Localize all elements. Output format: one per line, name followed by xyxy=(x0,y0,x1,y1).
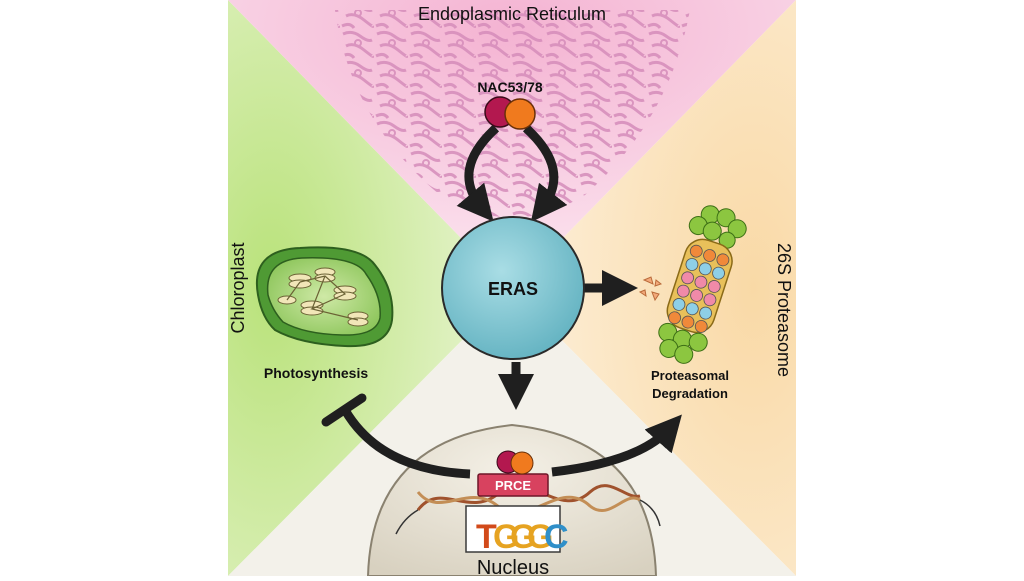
degradation-label-line1: Proteasomal xyxy=(651,368,729,383)
nac-label: NAC53/78 xyxy=(477,79,543,95)
prce-box xyxy=(477,473,549,497)
proteasome-lid-bottom xyxy=(658,322,708,364)
proteasome-region xyxy=(512,0,796,576)
motif-letter: G xyxy=(493,518,519,556)
prce-bound-nac78 xyxy=(510,451,534,475)
inhibition-bar xyxy=(321,393,367,427)
motif-letter: G xyxy=(510,518,536,556)
nac78-protein xyxy=(504,98,536,130)
chloroplast-icon xyxy=(255,246,394,348)
degradation-label-line2: Degradation xyxy=(652,386,728,401)
proteasome-label: 26S Proteasome xyxy=(774,243,794,377)
nucleus-label: Nucleus xyxy=(477,557,549,576)
arrow-prce-to-degradation xyxy=(551,414,682,477)
inhibition-prce-to-photosynthesis xyxy=(341,407,471,479)
proteasome-icon xyxy=(638,205,747,364)
eras-node xyxy=(441,216,585,360)
eras-label: ERAS xyxy=(488,279,538,299)
motif-letter: C xyxy=(544,518,569,556)
arrow-nac-to-eras-left xyxy=(456,124,500,222)
proteasome-lid-top xyxy=(688,205,747,249)
motif-letter: G xyxy=(527,518,553,556)
er-label: Endoplasmic Reticulum xyxy=(418,4,606,24)
photosynthesis-label: Photosynthesis xyxy=(264,365,368,381)
proteasome-core-rings xyxy=(668,244,730,333)
motif-letter: T xyxy=(476,518,497,556)
chloroplast-label: Chloroplast xyxy=(228,242,248,333)
degraded-protein-fragments xyxy=(638,276,663,302)
arrow-nac-to-eras-right xyxy=(522,124,568,223)
motif-logo-box xyxy=(465,505,561,553)
prce-label: PRCE xyxy=(495,478,531,493)
